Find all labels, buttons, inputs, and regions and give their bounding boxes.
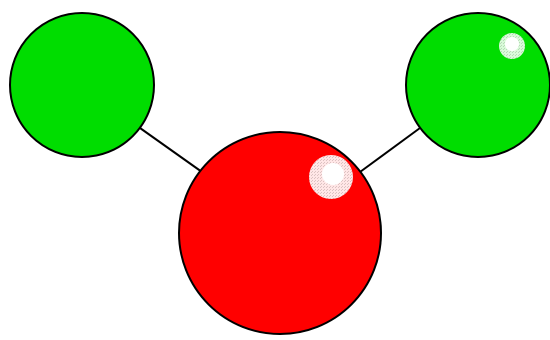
center-atom <box>179 132 381 334</box>
left-bond <box>140 128 202 172</box>
right-atom-highlight <box>499 33 525 59</box>
right-bond <box>360 128 420 172</box>
right-atom <box>406 13 550 157</box>
center-atom-highlight <box>309 155 353 199</box>
left-atom <box>10 13 154 157</box>
